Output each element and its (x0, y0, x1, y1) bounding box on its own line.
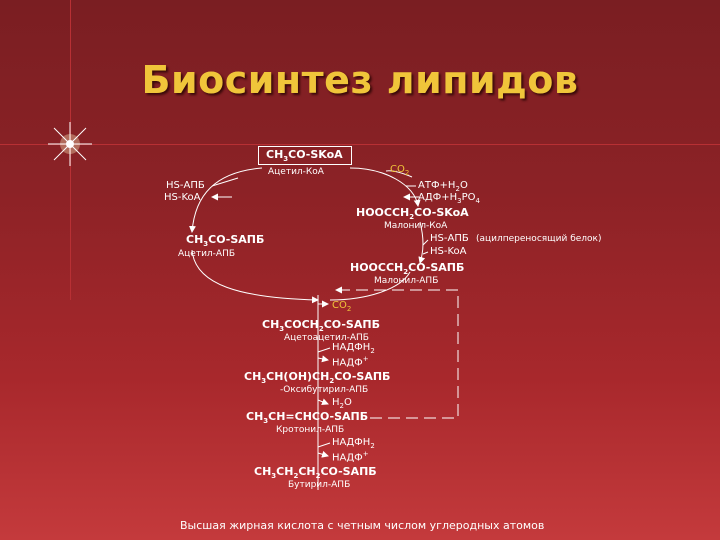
acyl-carrier-note: (ацилпереносящий белок) (476, 234, 602, 244)
water: H2O (332, 397, 352, 410)
co2-top: CO2 (390, 164, 410, 177)
cycle-return-dashed (335, 286, 459, 419)
arrow-acetyl-to-apb (188, 167, 263, 233)
hs-koa-right: HS-KoA (430, 246, 467, 257)
nadph-2: НАДФH2 (332, 437, 375, 450)
arrow-hs-apb-in-right (422, 239, 429, 246)
arrow-nadph1-in (317, 347, 331, 353)
malonyl-apb-name: Малонил-АПБ (374, 276, 439, 286)
arrow-hs-koa-out-right (422, 251, 429, 255)
adp-h3po4: АДФ+H3PO4 (418, 192, 481, 205)
hs-koa-left: HS-KoA (164, 192, 201, 203)
arrow-malonyl-apb-down (329, 271, 411, 301)
crotonyl-apb: CH3CH=CHCO-SАПБ (246, 410, 369, 426)
acetyl-apb-name: Ацетил-АПБ (178, 249, 236, 259)
nadph-1: НАДФH2 (332, 342, 375, 355)
footer-caption: Высшая жирная кислота с четным числом уг… (180, 519, 545, 532)
arrow-malonyl-coa-to-apb (418, 221, 426, 264)
hydroxybutyryl-apb-name: -Оксибутирил-АПБ (280, 385, 369, 395)
arrow-nadp2-out (317, 450, 329, 458)
atp-h2o: АТФ+H2O (418, 180, 468, 193)
arrow-nadph2-in (317, 442, 331, 448)
butyryl-apb: CH3CH2CH2CO-SАПБ (254, 465, 377, 481)
arrow-acetyl-to-malonyl (349, 167, 421, 207)
butyryl-apb-name: Бутирил-АПБ (288, 480, 351, 490)
malonyl-apb: HOOCCH2CO-SАПБ (350, 261, 465, 277)
arrow-water-out (317, 398, 329, 406)
acetoacetyl-apb: CH3COCH2CO-SАПБ (262, 318, 380, 334)
hydroxybutyryl-apb: CH3CH(OH)CH2CO-SАПБ (244, 370, 391, 386)
decor-horizontal-line (0, 144, 720, 145)
acetyl-coa: CH3CO-SKoA (266, 148, 343, 164)
malonyl-coa: HOOCCH2CO-SKoA (356, 206, 469, 222)
page-title: Биосинтез липидов (141, 58, 579, 102)
arrow-acetyl-apb-down (191, 249, 319, 304)
nadp-1: НАДФ+ (332, 355, 369, 369)
nadp-2: НАДФ+ (332, 450, 369, 464)
acetyl-coa-box (258, 146, 352, 165)
hs-apb-left: HS-АПБ (166, 180, 205, 191)
arrow-hs-apb-in (211, 177, 239, 187)
acetyl-coa-name: Ацетил-КоА (268, 167, 324, 177)
malonyl-coa-name: Малонил-КоА (384, 221, 448, 231)
crotonyl-apb-name: Кротонил-АПБ (276, 425, 345, 435)
acetyl-apb: CH3CO-SАПБ (186, 233, 265, 249)
arrow-nadp1-out (317, 355, 329, 363)
acetoacetyl-apb-name: Ацетоацетил-АПБ (284, 333, 369, 343)
co2-mid: CO2 (332, 300, 352, 313)
arrow-co2-in (385, 170, 413, 178)
hs-apb-right: HS-АПБ (430, 233, 469, 244)
